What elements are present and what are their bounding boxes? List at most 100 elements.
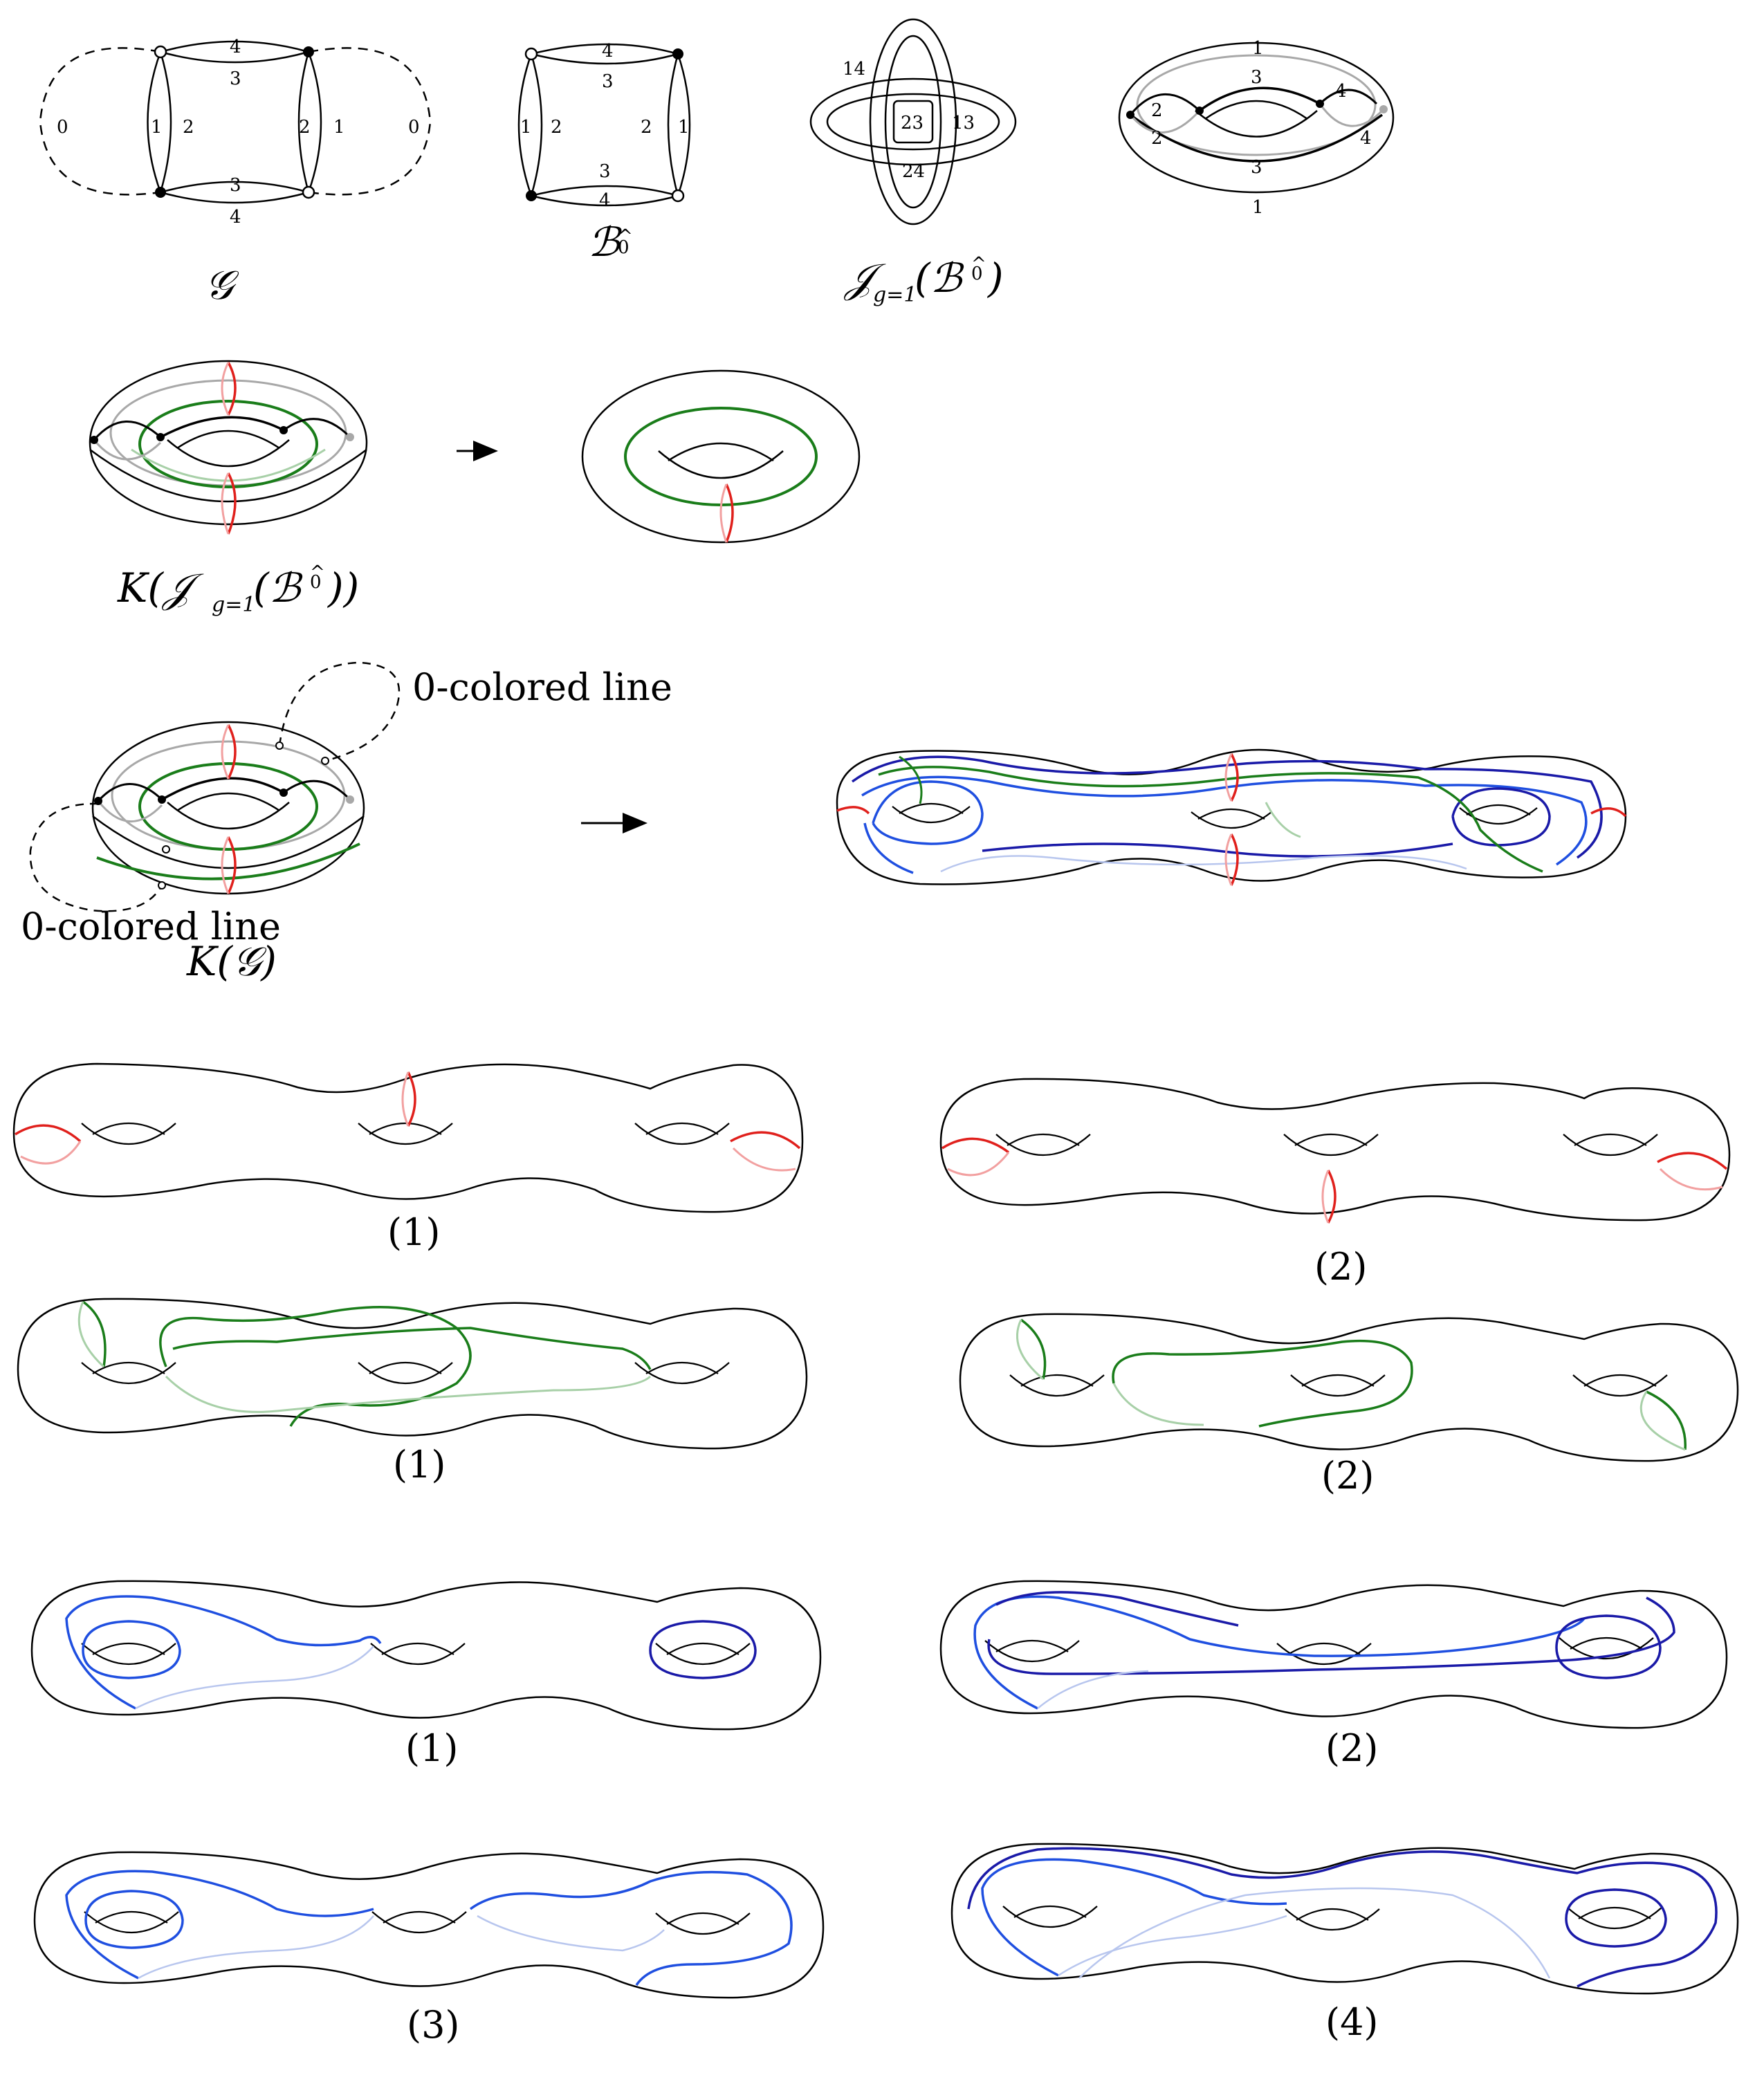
red-meridian [227, 836, 237, 894]
hole [634, 1123, 730, 1145]
label-b0-hat: ^ [618, 226, 633, 247]
hole [645, 1362, 719, 1374]
genus3-red-2: (2) [939, 1078, 1731, 1289]
hole [371, 1911, 467, 1933]
green-curve-back [1265, 802, 1301, 838]
hole [1559, 1637, 1654, 1659]
gray-arc-right [1319, 103, 1385, 127]
torus-outline [89, 360, 368, 526]
blue-curve-back [138, 1915, 374, 1980]
hole [95, 1911, 168, 1924]
black-arc-left [1129, 93, 1201, 116]
zero-point [321, 757, 329, 765]
red-meridian-back [401, 1071, 410, 1127]
red-meridian [941, 1137, 1010, 1154]
hole [899, 803, 964, 814]
edge-label: 1 [1252, 38, 1264, 59]
blue-loop [1451, 787, 1551, 847]
edge-bottom-inner [160, 181, 309, 194]
edge-label: 1 [333, 117, 345, 138]
hole [984, 1640, 1080, 1662]
torus-hole-top [1204, 100, 1308, 120]
hole [92, 1362, 165, 1374]
hole [1007, 1134, 1080, 1146]
torus-simple [581, 369, 861, 544]
hole [81, 1362, 176, 1384]
zero-point [158, 881, 166, 889]
gray-arc [93, 439, 162, 461]
edge-label: 1 [678, 117, 690, 138]
black-edge-top [1198, 86, 1321, 112]
torus-hole-bottom [167, 802, 290, 830]
green-curve [159, 1306, 472, 1427]
blue-loop [1555, 1614, 1662, 1679]
hole [81, 1123, 176, 1145]
surface-outline [33, 1851, 825, 1999]
graph-g: 0 0 1 2 2 1 4 3 3 4 𝒢 [39, 37, 432, 308]
white-vertex [671, 189, 685, 203]
gray-loop [1136, 54, 1377, 156]
hole [1574, 1134, 1647, 1146]
caption: (2) [1325, 1726, 1379, 1770]
blue-curve-back [135, 1645, 374, 1710]
green-meridian [82, 1300, 107, 1367]
label-kj-rest: (ℬ [253, 564, 304, 611]
black-arc [160, 416, 284, 439]
edge-label: 0 [57, 117, 68, 138]
red-meridian [725, 483, 734, 543]
red-meridian-back [947, 1152, 1010, 1177]
blue-curve-dark [967, 1847, 1718, 1988]
edge [531, 43, 679, 55]
black-edge-bottom [1129, 113, 1384, 163]
face-label: 13 [952, 113, 975, 133]
label-g: 𝒢 [205, 261, 239, 308]
hole [383, 1911, 456, 1924]
red-meridian-top-back [221, 362, 230, 416]
genus3-blue-3: (3) [33, 1851, 825, 2047]
label-b0-sup: 0 [618, 237, 630, 258]
edge-label: 4 [230, 207, 241, 228]
label-kj-sub: g=1 [212, 593, 255, 617]
blue-curve-back [1058, 1915, 1287, 1977]
torus-outline [1118, 42, 1395, 194]
blue-curve [973, 1595, 1586, 1710]
green-curve-back [1112, 1383, 1204, 1426]
hole [92, 1123, 165, 1135]
zero-line-label-bottom: 0-colored line [21, 905, 281, 948]
hole [666, 1643, 739, 1655]
green-meridian-back [1016, 1319, 1044, 1381]
red-meridian-back [221, 724, 230, 780]
hole [1301, 1374, 1375, 1387]
hole [358, 1123, 453, 1145]
hole [995, 1134, 1091, 1156]
black-arc [97, 783, 163, 802]
label-jacket: 𝒥 g=1 (ℬ ^ 0 ) [843, 254, 1004, 307]
hole [369, 1123, 442, 1135]
green-curve [878, 766, 1543, 873]
hole [1020, 1374, 1094, 1387]
edge [531, 53, 679, 65]
caption: (2) [1314, 1245, 1368, 1289]
caption: (4) [1325, 2000, 1379, 2044]
genus3-green-1: (1) [17, 1298, 808, 1486]
edge-label: 2 [1151, 100, 1163, 121]
edge-label: 4 [602, 41, 614, 62]
hole [1583, 1374, 1657, 1387]
jacket-center-square [892, 100, 934, 144]
vertex [279, 789, 288, 797]
torus-front-edge [92, 815, 365, 869]
edge-label: 2 [1151, 128, 1163, 149]
jacket-outer-vertical [869, 18, 957, 225]
zero-line-bottom [29, 802, 163, 912]
blue-curve [65, 1595, 382, 1710]
blue-curve [981, 1858, 1287, 1977]
edge-label: 4 [230, 37, 241, 57]
edge [531, 185, 679, 197]
red-meridian-bottom [227, 472, 237, 535]
vertex [279, 426, 288, 434]
black-arc [93, 421, 162, 441]
red-meridian [1657, 1152, 1728, 1170]
red-meridian [407, 1071, 416, 1127]
edge [530, 53, 543, 196]
